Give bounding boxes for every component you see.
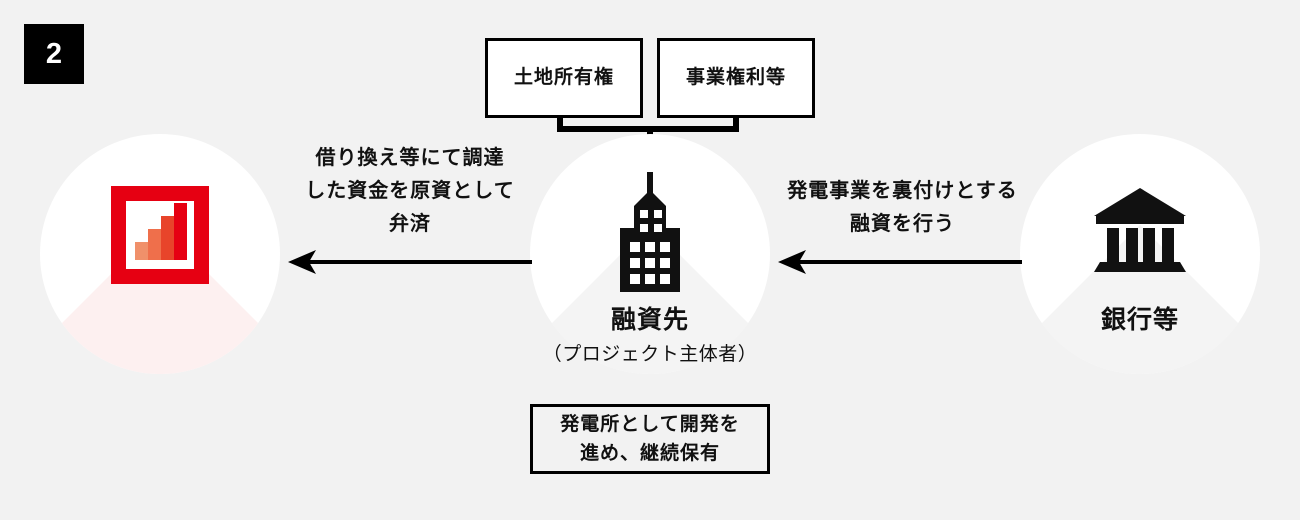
- arrow-left-shaft: [306, 260, 532, 264]
- box-land-ownership-label: 土地所有権: [513, 67, 614, 89]
- node-borrower-subcaption: （プロジェクト主体者）: [542, 344, 758, 365]
- office-building-icon: [530, 172, 770, 292]
- step-number-badge: 2: [24, 24, 84, 84]
- bar-chart-icon: [40, 186, 280, 284]
- bar-chart-bar-4: [174, 203, 187, 260]
- box-business-rights-label: 事業権利等: [685, 67, 786, 89]
- box-land-ownership: 土地所有権: [485, 38, 643, 118]
- edge-label-repayment: 借り換え等にて調達した資金を原資として弁済: [305, 147, 515, 235]
- edge-label-loan: 発電事業を裏付けとする融資を行う: [787, 180, 1018, 235]
- arrow-right-flow-shaft: [796, 260, 1022, 264]
- bank-building-icon: [1020, 186, 1260, 272]
- arrow-right-flow-icon: [778, 250, 1022, 274]
- node-bank: 銀行等: [1020, 134, 1260, 374]
- node-refinancing-asset: [40, 134, 280, 374]
- box-business-rights: 事業権利等: [657, 38, 815, 118]
- arrow-left-icon: [288, 250, 532, 274]
- node-right-circle: [1020, 134, 1260, 374]
- box-develop-and-hold-label: 発電所として開発を進め、継続保有: [560, 413, 740, 464]
- bar-chart-bar-1: [135, 242, 148, 260]
- node-borrower-caption: 融資先: [610, 306, 689, 334]
- bracket-crossbar: [557, 126, 739, 132]
- bracket-left-stem: [557, 118, 563, 132]
- node-borrower: 融資先 （プロジェクト主体者）: [530, 134, 770, 374]
- step-number-label: 2: [45, 37, 63, 70]
- node-bank-caption: 銀行等: [1100, 306, 1179, 334]
- bracket-right-stem: [733, 118, 739, 132]
- box-develop-and-hold: 発電所として開発を進め、継続保有: [530, 404, 770, 474]
- bracket-connector: [557, 118, 739, 132]
- bar-chart-bar-3: [161, 216, 174, 260]
- bar-chart-bar-2: [148, 229, 161, 260]
